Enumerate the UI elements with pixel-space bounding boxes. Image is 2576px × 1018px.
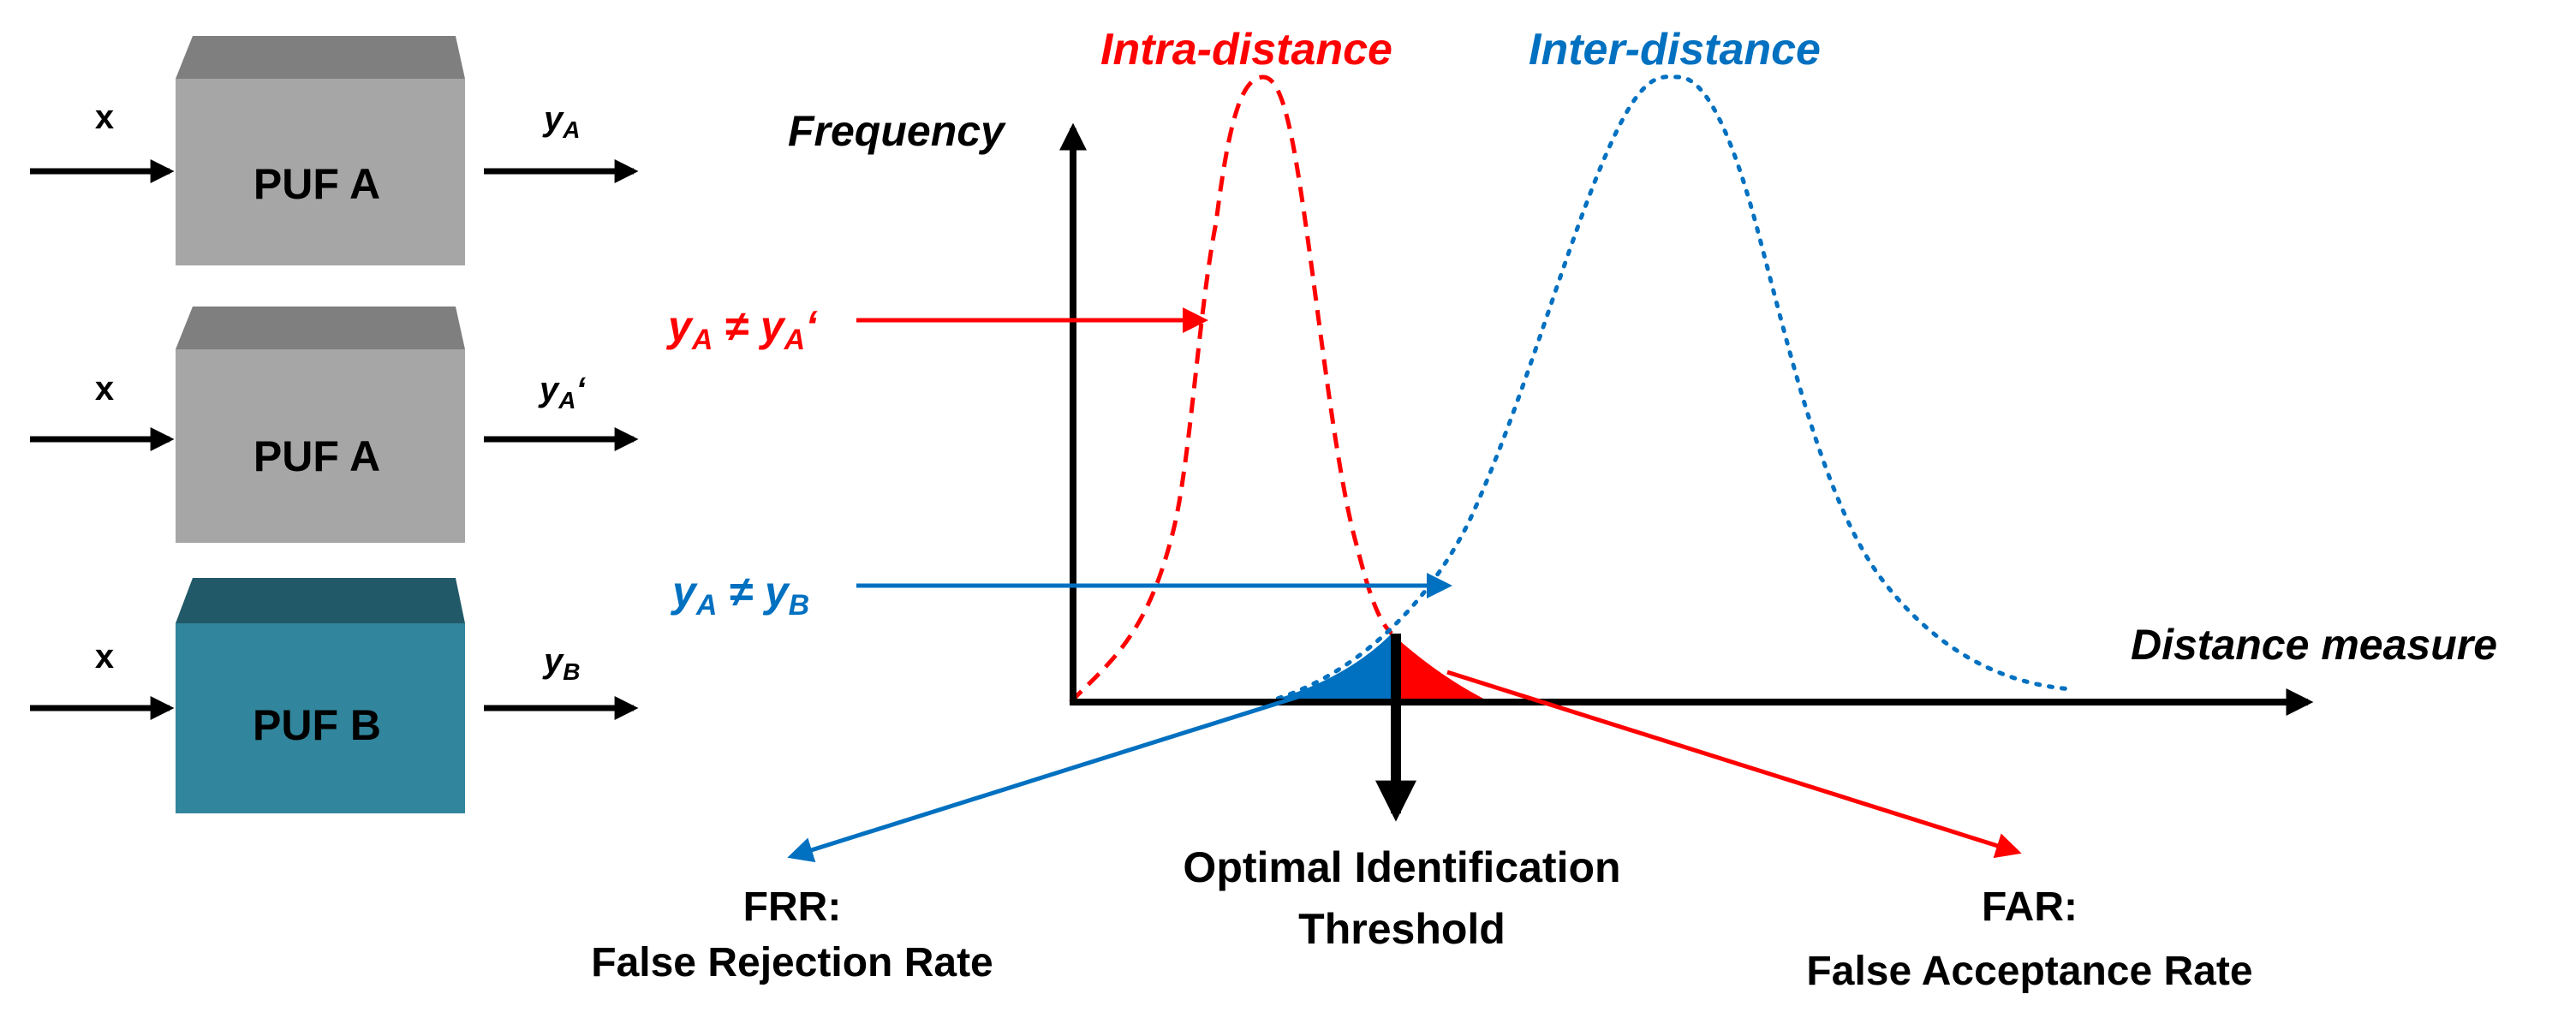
inter-distance-label: Inter-distance — [1529, 25, 1821, 74]
puf-block-3: PUF B x yB — [30, 578, 639, 813]
puf-2-label: PUF A — [253, 432, 380, 480]
frr-pointer-arrow — [787, 682, 1337, 863]
far-pointer-arrow — [1446, 670, 2022, 859]
puf-1-output-label: yA — [542, 100, 580, 143]
y-axis-label: Frequency — [788, 107, 1006, 155]
far-region — [1392, 634, 1490, 702]
inter-relation-label: yA≠yB — [670, 568, 809, 622]
puf-1-input-label: x — [95, 98, 114, 136]
intra-distance-curve — [1069, 74, 1393, 704]
puf-1-top — [176, 36, 465, 79]
threshold-title: Optimal Identification — [1183, 843, 1620, 891]
far-title: FAR: — [1982, 884, 2078, 930]
puf-3-front — [176, 623, 465, 813]
frr-region — [1266, 634, 1392, 702]
puf-3-label: PUF B — [253, 701, 381, 749]
far-description: False Acceptance Rate — [1806, 949, 2252, 994]
puf-3-input-label: x — [95, 638, 114, 676]
puf-1-front — [176, 79, 465, 265]
puf-block-1: PUF A x yA — [30, 36, 639, 265]
puf-block-2: PUF A x yA‘ — [30, 307, 639, 543]
frr-title: FRR: — [743, 884, 842, 930]
frr-description: False Rejection Rate — [591, 940, 993, 985]
intra-distance-label: Intra-distance — [1100, 25, 1392, 74]
puf-2-output-label: yA‘ — [538, 371, 586, 414]
intra-relation-label: yA≠yA‘ — [665, 302, 818, 356]
puf-2-input-label: x — [95, 370, 114, 408]
puf-2-top — [176, 307, 465, 349]
puf-3-top — [176, 578, 465, 623]
puf-3-output-label: yB — [542, 642, 580, 685]
x-axis-label: Distance measure — [2131, 621, 2497, 669]
inter-distance-curve — [1263, 74, 2075, 705]
puf-2-front — [176, 349, 465, 543]
threshold-description: Threshold — [1298, 905, 1506, 953]
puf-1-label: PUF A — [253, 160, 380, 208]
